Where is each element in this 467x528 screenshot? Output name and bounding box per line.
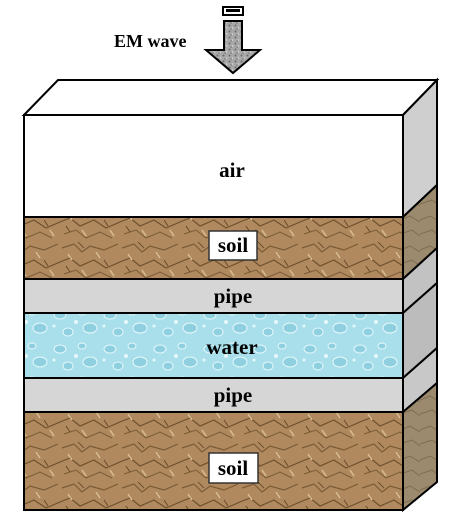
layer-soil2-label-box [208, 452, 259, 484]
layer-water-fill [23, 312, 404, 379]
layer-pipe2-fill [23, 377, 404, 413]
layer-soil-2: soil [23, 411, 404, 511]
arrow-body [203, 20, 263, 75]
layer-soil-label: soil [218, 233, 249, 257]
em-wave-label: EM wave [114, 31, 186, 51]
layer-air-fill [23, 114, 404, 218]
layer-water: water [23, 312, 404, 379]
layer-soil: soil [23, 216, 404, 280]
layer-soil2-label: soil [218, 456, 249, 480]
layer-air-label: air [219, 158, 245, 182]
box-top-face [21, 79, 440, 116]
arrow-tail-stripe [226, 9, 240, 12]
layer-pipe2-label: pipe [214, 383, 253, 407]
layer-water-label: water [206, 335, 257, 359]
box-side-face [402, 77, 438, 513]
layer-air: air [23, 114, 404, 218]
layer-pipe-2: pipe [23, 377, 404, 413]
layer-pipe-label: pipe [214, 284, 253, 308]
layer-pipe: pipe [23, 278, 404, 314]
layer-soil-label-box [208, 230, 258, 261]
em-wave-arrow [203, 6, 263, 75]
